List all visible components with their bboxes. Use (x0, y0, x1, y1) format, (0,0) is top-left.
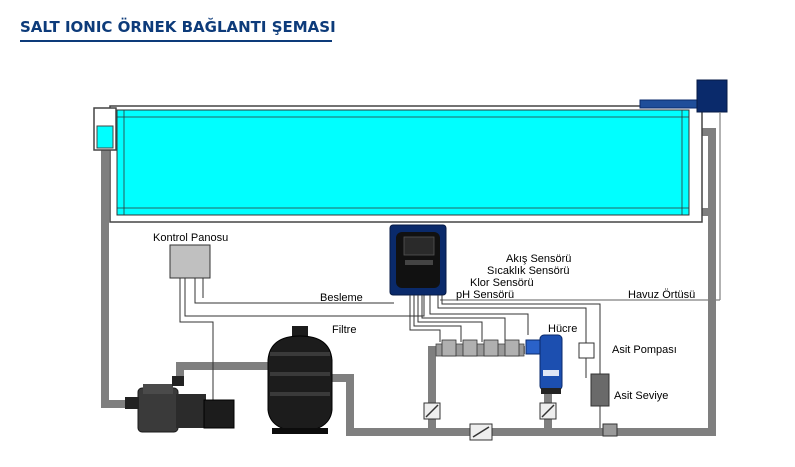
valve-main (469, 423, 493, 441)
sand-filter (267, 326, 333, 434)
acid-tank (590, 373, 618, 437)
label-hucre: Hücre (548, 323, 577, 335)
label-filtre: Filtre (332, 324, 356, 336)
label-ph-sensoru: pH Sensörü (456, 289, 514, 301)
label-besleme: Besleme (320, 292, 363, 304)
pool-water (116, 109, 690, 216)
label-kontrol-panosu: Kontrol Panosu (153, 232, 228, 244)
label-klor-sensoru: Klor Sensörü (470, 277, 534, 289)
sensor-manifold (435, 339, 525, 357)
label-asit-pompasi: Asit Pompası (612, 344, 677, 356)
pool-pump (125, 376, 235, 433)
salt-ionic-device (389, 224, 447, 296)
label-havuz-ortusu: Havuz Örtüsü (628, 289, 695, 301)
pipe-bypass-left (428, 346, 525, 432)
acid-pump (578, 342, 595, 378)
pool (93, 105, 703, 223)
pool-cover (440, 79, 728, 301)
label-akis-sensoru: Akış Sensörü (506, 253, 571, 265)
pipe-pump-to-filter (176, 362, 268, 378)
valve-left (423, 402, 441, 420)
electrolysis-cell (525, 334, 563, 394)
label-asit-seviye: Asit Seviye (614, 390, 668, 402)
diagram-title: SALT IONIC ÖRNEK BAĞLANTI ŞEMASI (20, 18, 336, 36)
title-underline (20, 40, 332, 42)
sensor-wires (409, 295, 601, 375)
valves (423, 402, 557, 441)
label-sicaklik-sensoru: Sıcaklık Sensörü (487, 265, 570, 277)
valve-right (539, 402, 557, 420)
control-panel (169, 244, 425, 400)
